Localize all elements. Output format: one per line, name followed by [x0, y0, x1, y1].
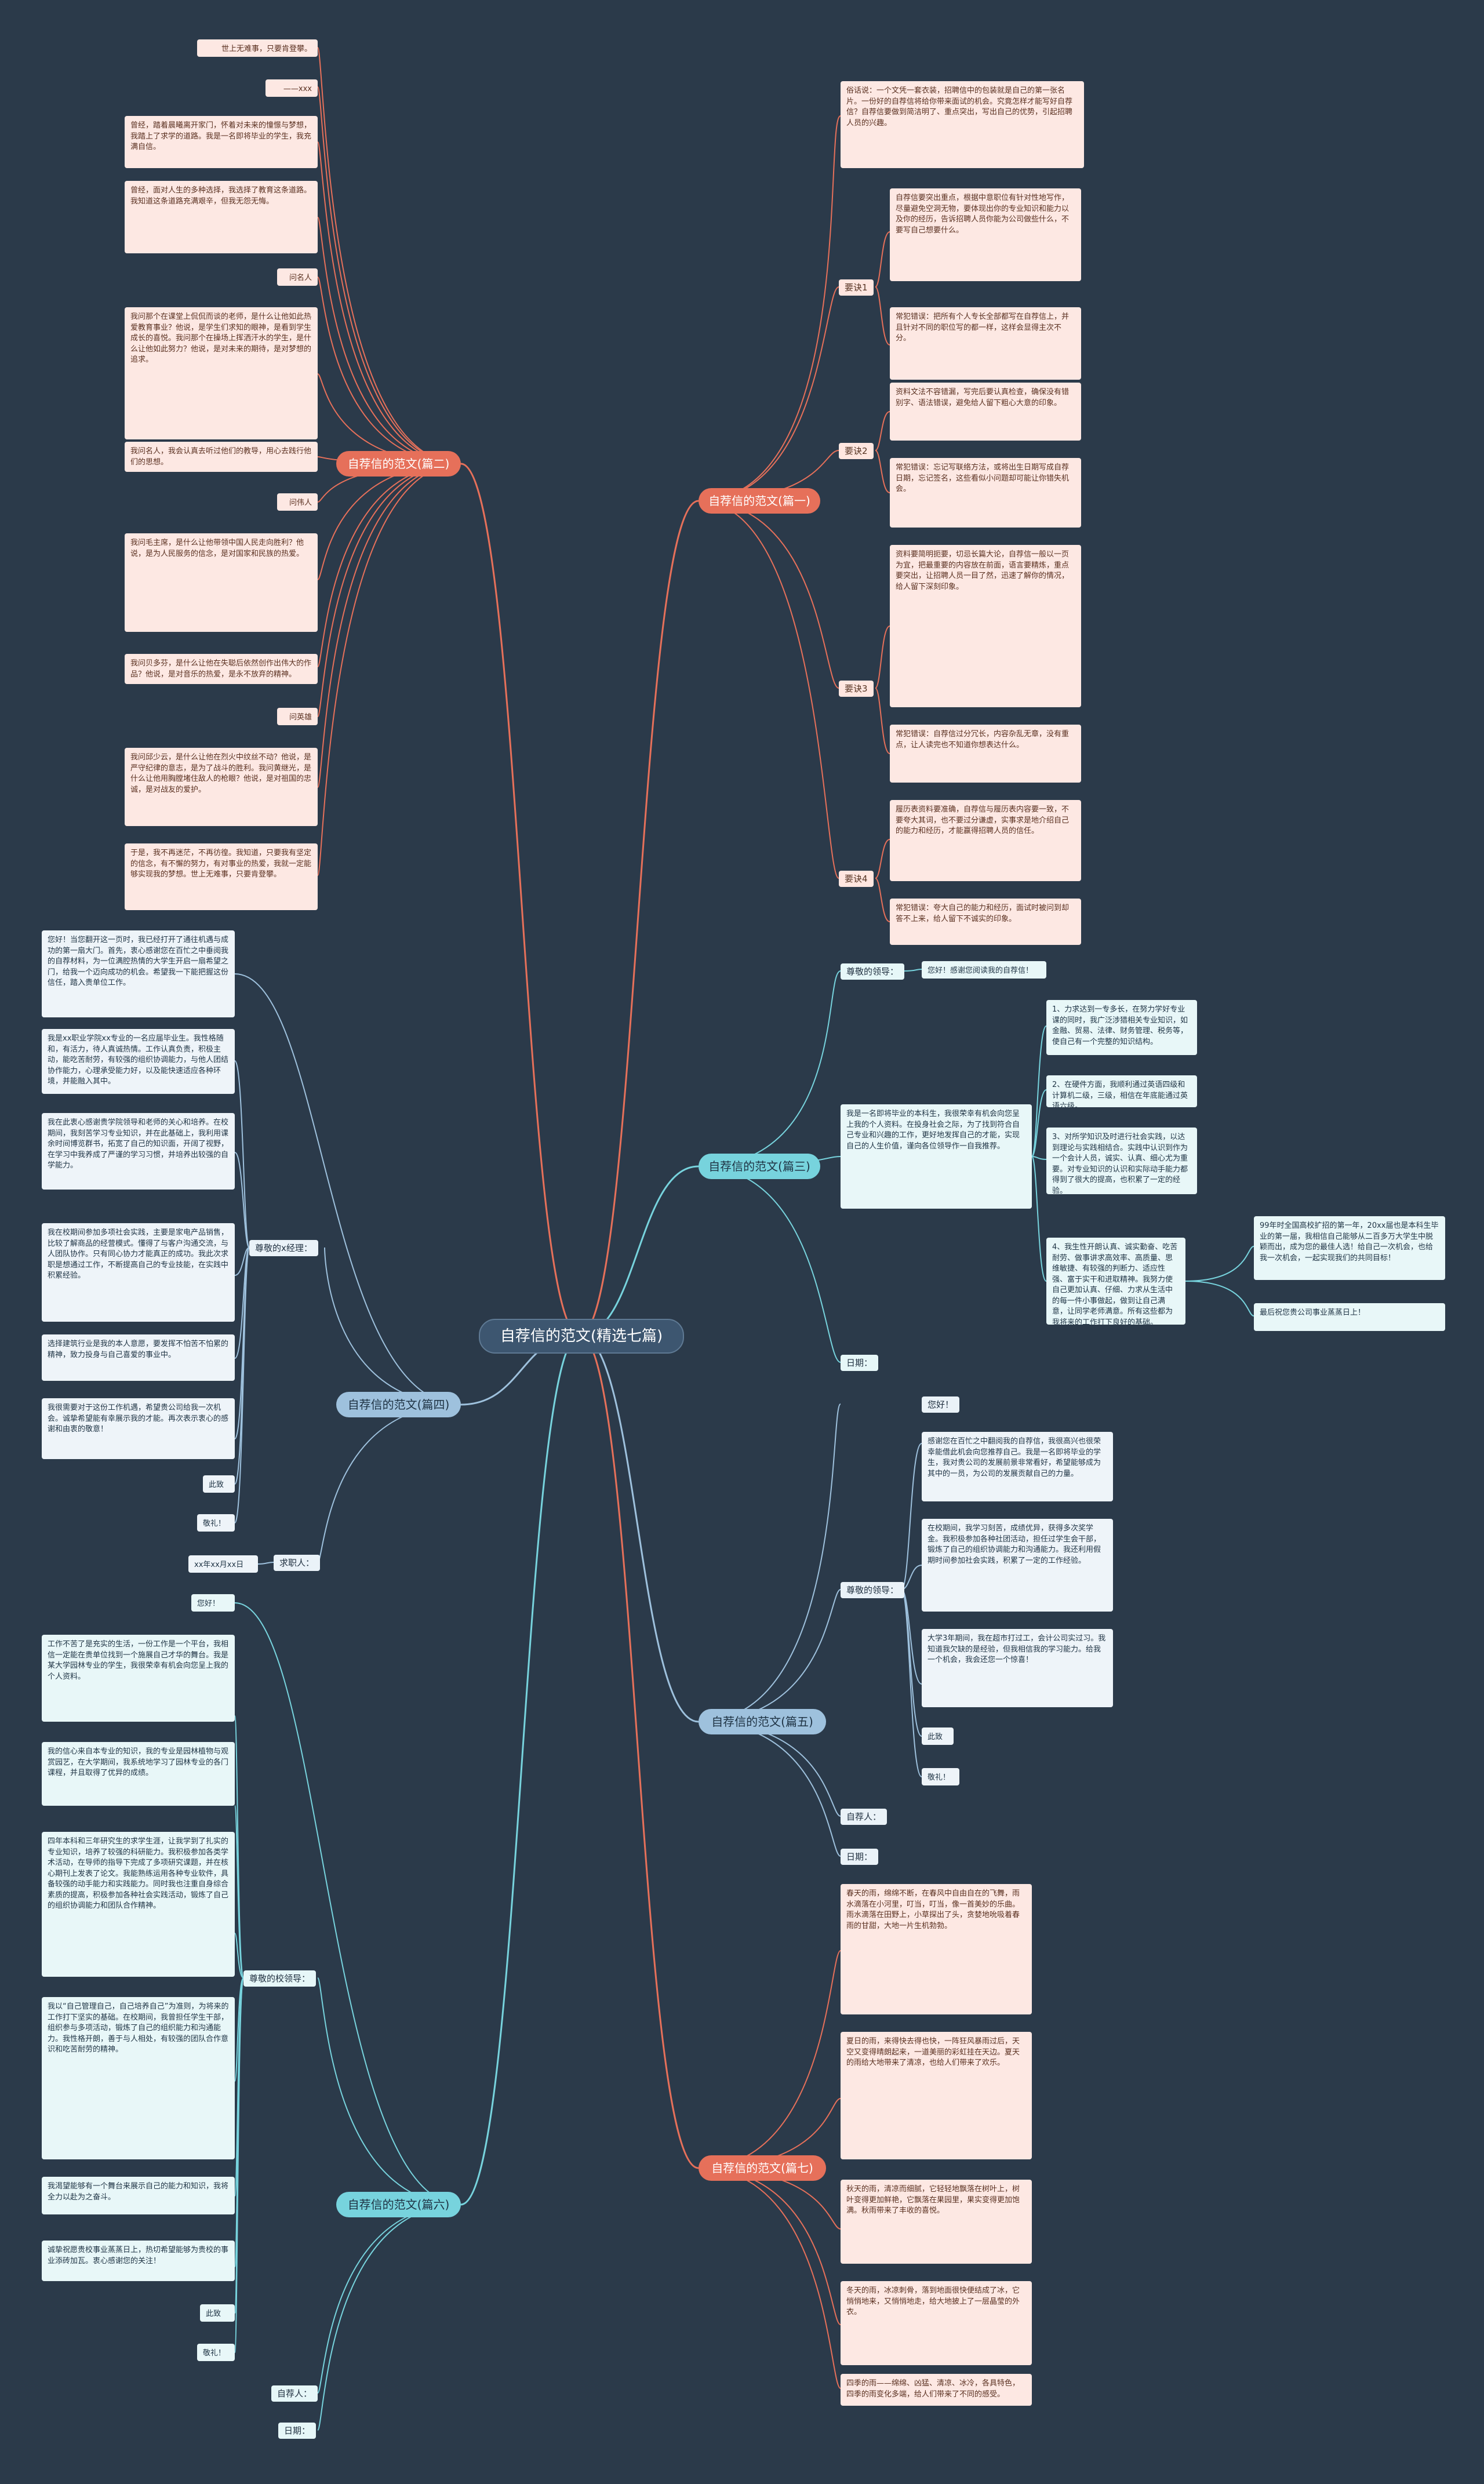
b6-para-5[interactable]: 我渴望能够有一个舞台来展示自己的能力和知识，我将全力以赴为之奋斗。 [42, 2177, 235, 2214]
b1-key-3-mistake[interactable]: 常犯错误：自荐信过分冗长，内容杂乱无章，没有重点，让人读完也不知道你想表达什么。 [890, 725, 1081, 783]
b2-para-2[interactable]: 曾经，面对人生的多种选择，我选择了教育这条道路。我知道这条道路充满艰辛，但我无怨… [125, 181, 318, 253]
b6-closing[interactable]: 此致 [200, 2304, 235, 2322]
branch-1[interactable]: 自荐信的范文(篇一) [699, 488, 820, 514]
b2-heading-hero[interactable]: 问英雄 [277, 708, 318, 725]
b1-key-4-point[interactable]: 履历表资料要准确，自荐信与履历表内容要一致，不要夸大其词，也不要过分谦虚，实事求… [890, 800, 1081, 881]
branch-2[interactable]: 自荐信的范文(篇二) [336, 451, 461, 477]
b4-regards[interactable]: 敬礼！ [197, 1514, 235, 1532]
b7-winter[interactable]: 冬天的雨，冰凉刺骨，落到地面很快便结成了冰，它悄悄地来，又悄悄地走，给大地披上了… [841, 2281, 1032, 2365]
b2-para-6[interactable]: 我问贝多芬，是什么让他在失聪后依然创作出伟大的作品？他说，是对音乐的热爱，是永不… [125, 654, 318, 684]
b2-heading-great[interactable]: 问伟人 [277, 493, 318, 511]
b3-item-3[interactable]: 3、对所学知识及时进行社会实践，以达到理论与实践相结合。实践中认识到作为一个会计… [1046, 1128, 1197, 1194]
b7-spring[interactable]: 春天的雨，绵绵不断，在春风中自由自在的飞舞，雨水滴落在小河里，叮当，叮当，像一首… [841, 1884, 1032, 2014]
b4-para-3[interactable]: 我在此衷心感谢贵学院领导和老师的关心和培养。在校期间，我刻苦学习专业知识，并在此… [42, 1113, 235, 1190]
b4-para-5[interactable]: 选择建筑行业是我的本人意愿，要发挥不怕苦不怕累的精神，致力投身与自己喜爱的事业中… [42, 1334, 235, 1381]
b6-hello[interactable]: 您好！ [191, 1594, 235, 1612]
b1-key-4-mistake[interactable]: 常犯错误：夸大自己的能力和经历，面试时被问到却答不上来，给人留下不诚实的印象。 [890, 899, 1081, 945]
b6-regards[interactable]: 敬礼！ [197, 2344, 235, 2361]
b2-para-7[interactable]: 我问邱少云，是什么让他在烈火中纹丝不动？他说，是严守纪律的意志，是为了战斗的胜利… [125, 748, 318, 826]
b4-salutation[interactable]: 尊敬的x经理： [249, 1240, 318, 1256]
root-topic[interactable]: 自荐信的范文(精选七篇) [479, 1319, 684, 1354]
b3-body[interactable]: 我是一名即将毕业的本科生，我很荣幸有机会向您呈上我的个人资料。在投身社会之际，为… [841, 1104, 1032, 1209]
b7-autumn[interactable]: 秋天的雨，清凉而细腻，它轻轻地飘落在树叶上，树叶变得更加鲜艳，它飘落在果园里，果… [841, 2180, 1032, 2264]
b6-salutation[interactable]: 尊敬的校领导： [243, 1970, 317, 1987]
b1-key-1[interactable]: 要诀1 [839, 279, 874, 296]
b5-salutation[interactable]: 尊敬的领导： [841, 1582, 905, 1598]
b1-key-4[interactable]: 要诀4 [839, 871, 874, 887]
b3-item-4-wish[interactable]: 最后祝您贵公司事业蒸蒸日上！ [1254, 1303, 1445, 1331]
b3-item-4-note[interactable]: 99年时全国高校扩招的第一年，20xx届也是本科生毕业的第一届，我相信自己能够从… [1254, 1216, 1445, 1280]
b1-key-2-mistake[interactable]: 常犯错误：忘记写联络方法，或将出生日期写成自荐日期，忘记签名，这些看似小问题却可… [890, 458, 1081, 528]
b6-para-1[interactable]: 工作不苦了是充实的生活，一份工作是一个平台，我相信一定能在贵单位找到一个施展自己… [42, 1635, 235, 1722]
b5-hello[interactable]: 您好！ [922, 1396, 960, 1413]
b2-quote-author[interactable]: ——xxx [265, 79, 318, 97]
b5-regards[interactable]: 敬礼！ [922, 1768, 959, 1785]
b6-date[interactable]: 日期： [278, 2423, 317, 2439]
b4-para-2[interactable]: 我是xx职业学院xx专业的一名应届毕业生。我性格随和，有活力，待人真诚热情。工作… [42, 1029, 235, 1094]
b3-greeting[interactable]: 尊敬的领导： [841, 963, 905, 980]
b2-para-1[interactable]: 曾经，踏着晨曦离开家门，怀着对未来的憧憬与梦想，我踏上了求学的道路。我是一名即将… [125, 116, 318, 168]
branch-7[interactable]: 自荐信的范文(篇七) [699, 2155, 826, 2181]
b1-key-1-mistake[interactable]: 常犯错误：把所有个人专长全部都写在自荐信上，并且针对不同的职位写的都一样，这样会… [890, 307, 1081, 380]
b5-para-1[interactable]: 感谢您在百忙之中翻阅我的自荐信，我很高兴也很荣幸能借此机会向您推荐自己。我是一名… [922, 1432, 1113, 1501]
b1-key-2-point[interactable]: 资料文法不容错漏，写完后要认真检查，确保没有错别字、语法错误，避免给人留下粗心大… [890, 383, 1081, 441]
b5-closing[interactable]: 此致 [922, 1727, 954, 1745]
b4-para-1[interactable]: 您好！当您翻开这一页时，我已经打开了通往机遇与成功的第一扇大门。首先，衷心感谢您… [42, 930, 235, 1017]
b1-key-2[interactable]: 要诀2 [839, 443, 874, 459]
b3-date[interactable]: 日期： [841, 1355, 879, 1371]
b5-para-3[interactable]: 大学3年期间，我在超市打过工，会计公司实过习。我知道我欠缺的是经验，但我相信我的… [922, 1629, 1113, 1707]
b6-para-2[interactable]: 我的信心来自本专业的知识，我的专业是园林植物与观赏园艺，在大学期间，我系统地学习… [42, 1742, 235, 1806]
b3-item-2[interactable]: 2、在硬件方面，我顺利通过英语四级和计算机二级，三级，相信在年底能通过英语六级。 [1046, 1075, 1197, 1107]
branch-3[interactable]: 自荐信的范文(篇三) [699, 1154, 820, 1179]
b7-seasons[interactable]: 四季的雨——绵绵、凶猛、清凉、冰冷，各具特色，四季的雨变化多端，给人们带来了不同… [841, 2374, 1032, 2406]
b2-quote[interactable]: 世上无难事，只要肯登攀。 [197, 39, 318, 57]
b5-date[interactable]: 日期： [841, 1849, 879, 1865]
b3-item-4[interactable]: 4、我生性开朗认真、诚实勤奋、吃苦耐劳、做事讲求高效率、高质量、思维敏捷、有较强… [1046, 1238, 1185, 1325]
b2-heading-famous[interactable]: 问名人 [277, 268, 318, 286]
branch-6[interactable]: 自荐信的范文(篇六) [336, 2192, 461, 2217]
b3-greeting-thanks[interactable]: 您好！感谢您阅读我的自荐信！ [922, 961, 1046, 979]
b2-para-5[interactable]: 我问毛主席，是什么让他带领中国人民走向胜利？他说，是为人民服务的信念，是对国家和… [125, 533, 318, 632]
b1-key-1-point[interactable]: 自荐信要突出重点，根据中意职位有针对性地写作，尽量避免空洞无物，要体现出你的专业… [890, 188, 1081, 281]
b4-para-6[interactable]: 我很需要对于这份工作机遇，希望贵公司给我一次机会。诚挚希望能有幸展示我的才能。再… [42, 1398, 235, 1459]
b6-para-3[interactable]: 四年本科和三年研究生的求学生涯，让我学到了扎实的专业知识，培养了较强的科研能力。… [42, 1832, 235, 1977]
b5-signer[interactable]: 自荐人： [841, 1809, 888, 1825]
b4-applicant[interactable]: 求职人： [274, 1555, 321, 1571]
b2-para-4[interactable]: 我问名人，我会认真去听过他们的教导，用心去践行他们的思想。 [125, 442, 318, 472]
branch-4[interactable]: 自荐信的范文(篇四) [336, 1392, 461, 1417]
b6-para-6[interactable]: 诚挚祝愿贵校事业蒸蒸日上，热切希望能够为贵校的事业添砖加瓦。衷心感谢您的关注！ [42, 2241, 235, 2281]
b4-closing[interactable]: 此致 [203, 1475, 235, 1493]
b2-para-8[interactable]: 于是，我不再迷茫，不再彷徨。我知道，只要我有坚定的信念，有不懈的努力，有对事业的… [125, 843, 318, 910]
branch-5[interactable]: 自荐信的范文(篇五) [699, 1709, 826, 1734]
b6-para-4[interactable]: 我以“自己管理自己，自己培养自己”为准则，为将来的工作打下坚实的基础。在校期间，… [42, 1997, 235, 2159]
b3-item-1[interactable]: 1、力求达到一专多长，在努力学好专业课的同时，我广泛涉猎相关专业知识，如金融、贸… [1046, 1000, 1197, 1055]
b5-para-2[interactable]: 在校期间，我学习刻苦，成绩优异，获得多次奖学金。我积极参加各种社团活动，担任过学… [922, 1519, 1113, 1612]
b4-para-4[interactable]: 我在校期间参加多项社会实践，主要是家电产品销售，比较了解商品的经营模式。懂得了与… [42, 1223, 235, 1322]
b1-key-3-point[interactable]: 资料要简明扼要，切忌长篇大论，自荐信一般以一页为宜，把最重要的内容放在前面，语言… [890, 545, 1081, 707]
b1-key-3[interactable]: 要诀3 [839, 681, 874, 697]
b2-para-3[interactable]: 我问那个在课堂上侃侃而谈的老师，是什么让他如此热爱教育事业？他说，是学生们求知的… [125, 307, 318, 439]
b6-signer[interactable]: 自荐人： [271, 2385, 318, 2402]
b7-summer[interactable]: 夏日的雨，来得快去得也快，一阵狂风暴雨过后，天空又变得晴朗起来，一道美丽的彩虹挂… [841, 2032, 1032, 2159]
b1-intro[interactable]: 俗话说：一个文凭一套衣装，招聘信中的包装就是自己的第一张名片。一份好的自荐信将给… [841, 81, 1084, 168]
b4-date[interactable]: xx年xx月xx日 [188, 1555, 258, 1573]
